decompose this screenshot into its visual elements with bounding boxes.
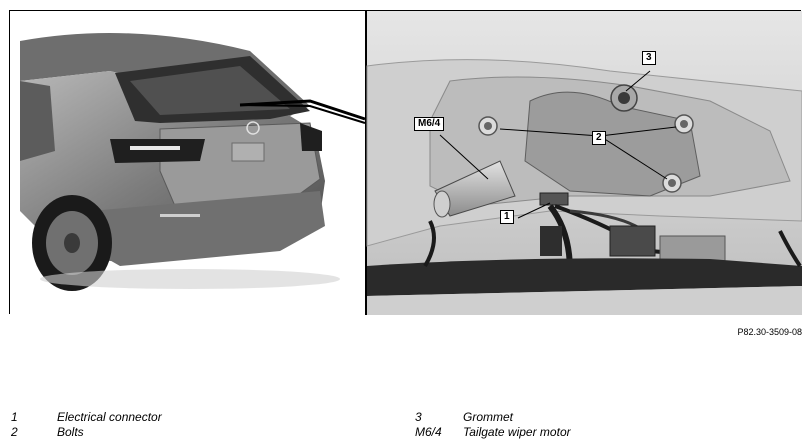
legend-key: 2 xyxy=(11,425,18,439)
legend-item: 1 Electrical connector xyxy=(0,410,811,424)
legend-text: Electrical connector xyxy=(57,410,162,424)
legend-key: M6/4 xyxy=(415,425,442,439)
legend-item: 3 Grommet xyxy=(0,410,811,424)
detail-view xyxy=(366,11,802,315)
car-rear-view xyxy=(10,11,366,315)
legend-key: 3 xyxy=(415,410,422,424)
legend-item: 2 Bolts xyxy=(0,425,811,439)
figure-reference-code: P82.30-3509-08 xyxy=(737,327,802,337)
legend-text: Tailgate wiper motor xyxy=(463,425,571,439)
legend-key: 1 xyxy=(11,410,18,424)
legend-text: Grommet xyxy=(463,410,514,424)
callout-3: 3 xyxy=(642,51,656,65)
legend-item: M6/4 Tailgate wiper motor xyxy=(0,425,811,439)
figure-frame: 3 2 M6/4 1 xyxy=(9,10,802,315)
callout-2: 2 xyxy=(592,131,606,145)
wiper-motor-illustration xyxy=(10,11,802,315)
legend-text: Bolts xyxy=(57,425,84,439)
callout-m6-4: M6/4 xyxy=(414,117,445,131)
callout-1: 1 xyxy=(500,210,514,224)
